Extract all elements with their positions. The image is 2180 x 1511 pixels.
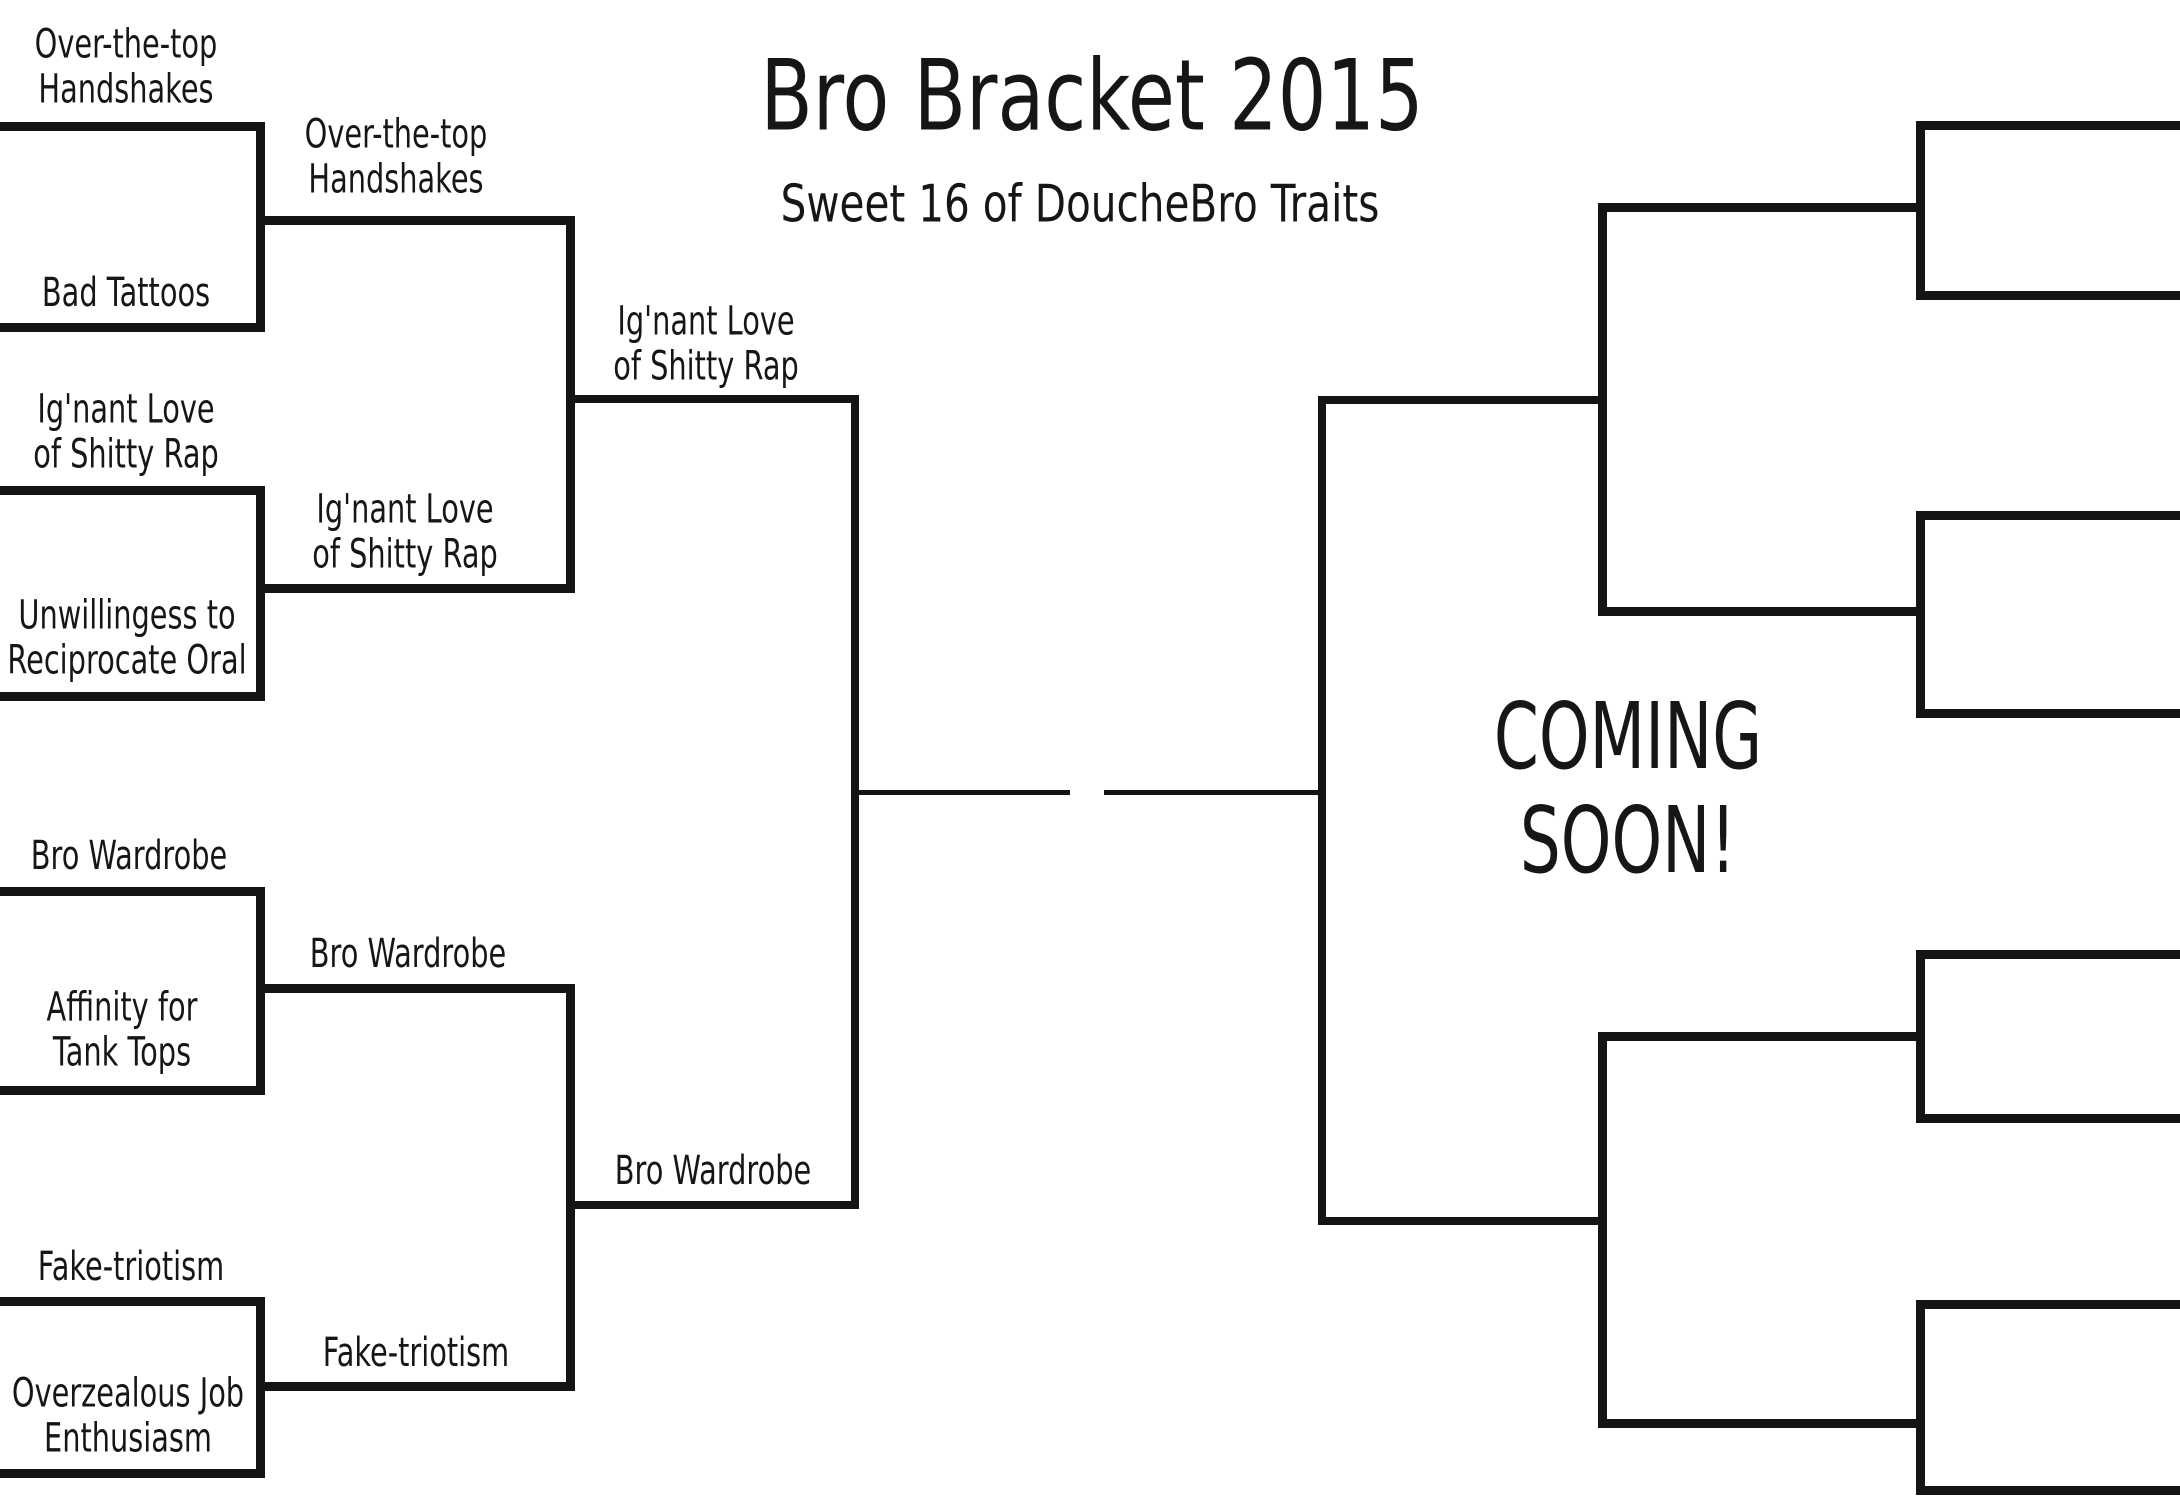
left-match2-top-line <box>0 486 265 495</box>
final-line-left-segment <box>851 790 1070 795</box>
seed-over-the-top-handshakes: Over-the-top Handshakes <box>34 21 218 113</box>
right-match1-connector <box>1916 121 1925 300</box>
left-match2-connector <box>256 486 265 701</box>
round2-winner-bro-wardrobe: Bro Wardrobe <box>309 930 507 977</box>
seed-bro-wardrobe: Bro Wardrobe <box>30 832 228 879</box>
left-match1-top-line <box>0 122 265 131</box>
seed-fake-triotism: Fake-triotism <box>37 1243 225 1290</box>
right-match2-connector <box>1916 511 1925 718</box>
round2-winner-fake-triotism: Fake-triotism <box>322 1329 510 1376</box>
left-match3-bottom-line <box>0 1086 265 1095</box>
coming-soon-note: COMING SOON! <box>1493 683 1763 894</box>
left-match1-bottom-line <box>0 323 265 332</box>
right-match3-connector <box>1916 950 1925 1123</box>
right-match3-bottom-line <box>1916 1114 2180 1123</box>
page-title: Bro Bracket 2015 <box>760 39 1424 154</box>
left-semifinal-top-line <box>566 395 859 403</box>
right-match4-bottom-line <box>1916 1486 2180 1495</box>
right-semifinal-connector <box>1318 396 1326 1225</box>
round2-winner-ignant-love-of-shitty-rap: Ig'nant Love of Shitty Rap <box>312 486 498 578</box>
left-r2-match2-connector <box>566 984 575 1391</box>
right-match1-top-line <box>1916 121 2180 130</box>
right-semifinal-top-line <box>1318 396 1606 404</box>
seed-overzealous-job-enthusiasm: Overzealous Job Enthusiasm <box>11 1370 245 1462</box>
right-r2-match1-top-line <box>1598 203 1924 212</box>
left-r2-match1-bottom-line <box>256 584 575 593</box>
left-match2-bottom-line <box>0 692 265 701</box>
semifinalist-bro-wardrobe: Bro Wardrobe <box>614 1147 812 1194</box>
left-r2-match1-connector <box>566 216 575 593</box>
seed-unwillingess-to-reciprocate-oral: Unwillingess to Reciprocate Oral <box>7 592 247 684</box>
left-match1-connector <box>256 122 265 332</box>
left-semifinal-bottom-line <box>566 1201 859 1209</box>
semifinalist-ignant-love-of-shitty-rap: Ig'nant Love of Shitty Rap <box>613 298 799 390</box>
right-r2-match2-top-line <box>1598 1032 1924 1041</box>
right-match2-bottom-line <box>1916 709 2180 718</box>
seed-affinity-for-tank-tops: Affinity for Tank Tops <box>46 984 198 1076</box>
left-match4-bottom-line <box>0 1469 265 1478</box>
round2-winner-over-the-top-handshakes: Over-the-top Handshakes <box>304 111 488 203</box>
left-r2-match1-top-line <box>256 216 575 225</box>
final-line-right-segment <box>1104 790 1326 795</box>
left-r2-match2-bottom-line <box>256 1382 575 1391</box>
right-r2-match1-connector <box>1598 203 1607 616</box>
right-match4-connector <box>1916 1300 1925 1495</box>
left-r2-match2-top-line <box>256 984 575 993</box>
right-match3-top-line <box>1916 950 2180 959</box>
right-r2-match2-connector <box>1598 1032 1607 1428</box>
right-r2-match2-bottom-line <box>1598 1419 1924 1428</box>
right-semifinal-bottom-line <box>1318 1217 1606 1225</box>
right-r2-match1-bottom-line <box>1598 607 1924 616</box>
right-match4-top-line <box>1916 1300 2180 1309</box>
left-semifinal-connector <box>851 395 859 1209</box>
seed-bad-tattoos: Bad Tattoos <box>41 269 211 316</box>
left-match3-top-line <box>0 887 265 896</box>
seed-ignant-love-of-shitty-rap: Ig'nant Love of Shitty Rap <box>33 386 219 478</box>
page-subtitle: Sweet 16 of DoucheBro Traits <box>780 174 1380 235</box>
left-match4-top-line <box>0 1297 265 1306</box>
right-match2-top-line <box>1916 511 2180 520</box>
right-match1-bottom-line <box>1916 291 2180 300</box>
